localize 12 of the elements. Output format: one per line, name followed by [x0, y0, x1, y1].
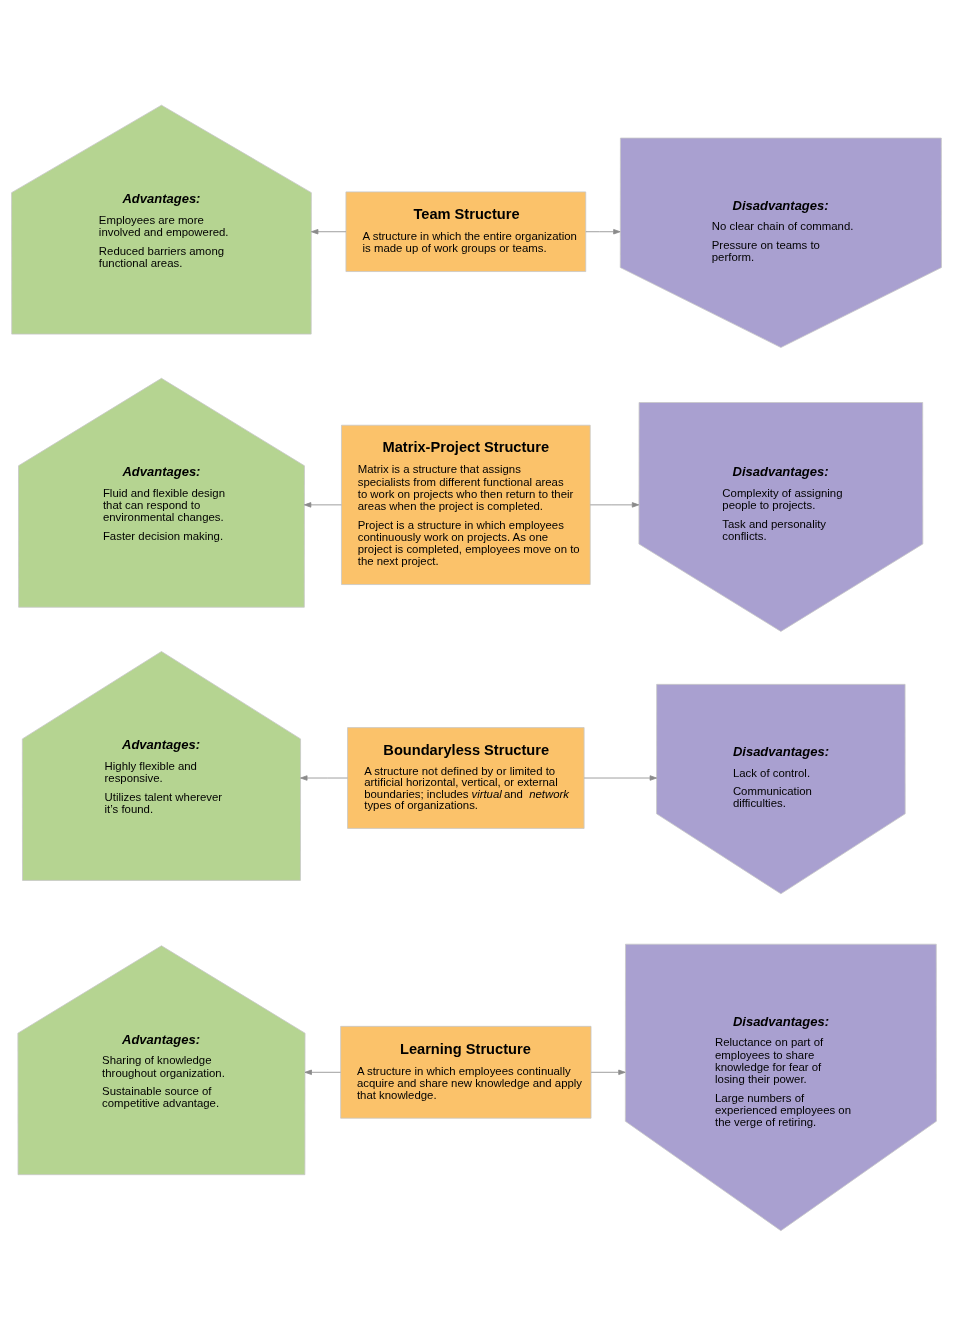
arrow	[589, 501, 640, 508]
node-box: Team Structure A structure in which the entire organization is made up of work groups or teams.	[345, 191, 587, 272]
arrow	[303, 501, 342, 508]
arrow	[300, 774, 348, 781]
node-box: Boundaryless Structure A structure not defined by or limited to artificial horizontal, vertical, or external boundaries; includes virtual and network types of organizations.	[347, 726, 585, 829]
arrow	[304, 1069, 341, 1075]
node-box: Learning Structure A structure in which employees continually acquire and share new knowledge and apply that knowledge.	[340, 1025, 592, 1119]
node-box: Matrix-Project Structure Matrix is a structure that assigns specialists from different functional areas to work on projects who then return to their areas when the project is completed. Project is a structure in which employees continuously work on projects. As one project is completed, employees move on to the next project.	[341, 424, 591, 585]
arrow	[583, 774, 657, 781]
arrow	[311, 228, 347, 234]
arrow	[590, 1069, 626, 1075]
arrow	[585, 228, 621, 234]
